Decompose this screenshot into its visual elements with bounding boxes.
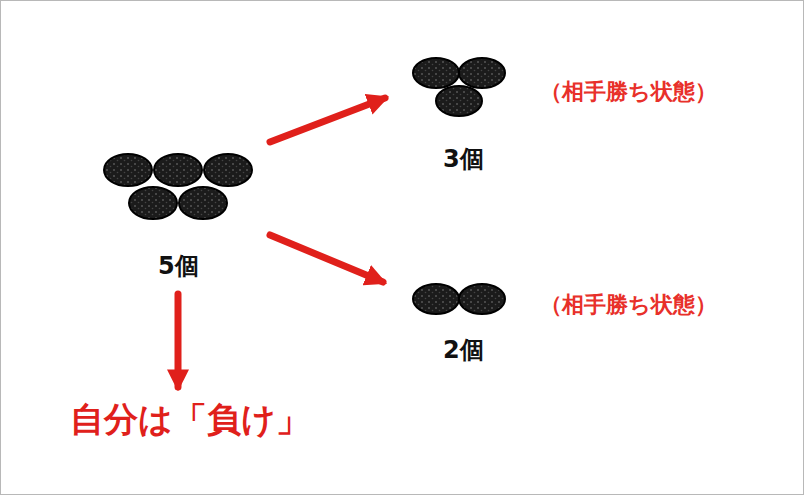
arrow-connector [270, 235, 383, 282]
count-label: 5個 [158, 252, 199, 281]
arrow-connector [270, 98, 385, 142]
count-label: 2個 [443, 336, 484, 365]
stone-group-two [413, 284, 505, 314]
state-label: （相手勝ち状態） [540, 79, 717, 105]
stone-group-three [413, 58, 505, 116]
state-label: （相手勝ち状態） [540, 292, 717, 318]
result-node: 自分は「負け」 [70, 395, 330, 447]
result-label: 自分は「負け」 [70, 399, 310, 440]
stone-count-node: 5個 [98, 140, 258, 290]
arrow-connector [175, 294, 182, 387]
stone-group-five [104, 154, 252, 219]
count-label: 3個 [443, 145, 484, 174]
outcome-node: 3個 （相手勝ち状態） [395, 50, 750, 180]
outcome-node: 2個 （相手勝ち状態） [395, 280, 750, 375]
